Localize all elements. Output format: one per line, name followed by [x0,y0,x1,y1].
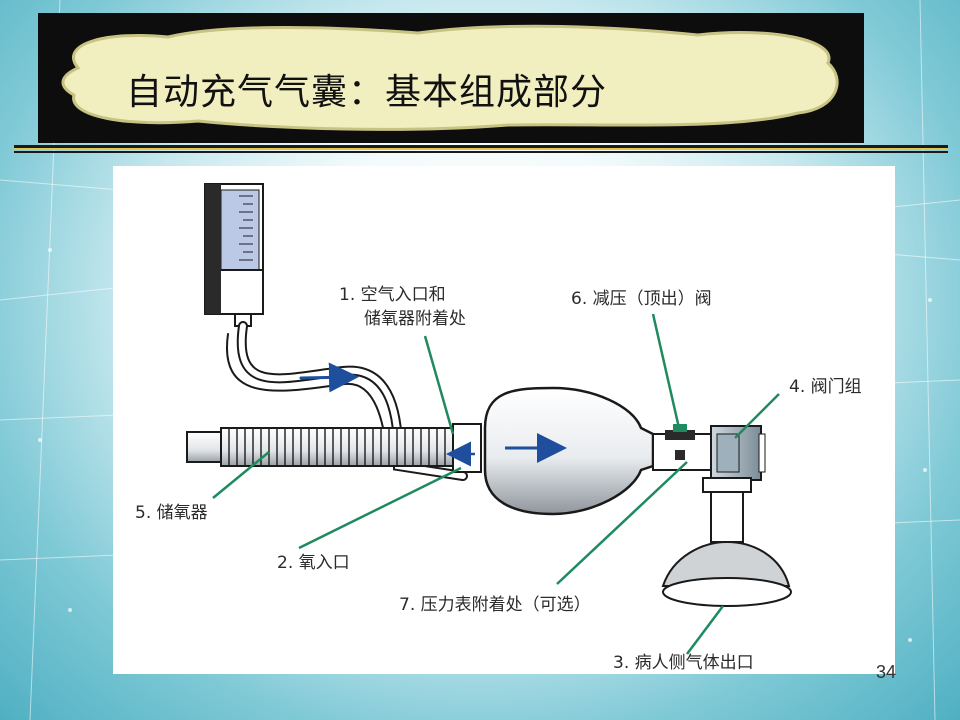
label-air-inlet-line1: 1. 空气入口和 [339,285,446,305]
label-air-inlet-line2: 储氧器附着处 [364,309,466,329]
leader-lines [212,313,780,655]
label-reservoir: 5. 储氧器 [135,503,208,523]
label-patient-outlet: 3. 病人侧气体出口 [613,653,754,673]
slide-title: 自动充气气囊：基本组成部分 [126,72,608,113]
page-number: 34 [876,662,897,682]
label-oxygen-inlet: 2. 氧入口 [277,553,350,573]
title-cloud-shape [61,24,839,131]
valve-assembly [710,425,766,481]
label-manometer-attachment: 7. 压力表附着处（可选） [399,595,591,615]
pressure-relief-valve [665,424,695,460]
reservoir-tube [186,427,470,467]
inlet-valve [446,423,482,473]
flowmeter [204,183,264,327]
diagram-drawing [186,183,792,655]
title-underline [14,145,948,154]
patient-mask [661,477,792,607]
title-bar: 自动充气气囊：基本组成部分 [38,13,864,143]
label-valve-assembly: 4. 阀门组 [789,377,862,397]
bag-valve-diagram: 1. 空气入口和 储氧器附着处 6. 减压（顶出）阀 4. 阀门组 5. 储氧器… [113,166,895,674]
label-pressure-relief-valve: 6. 减压（顶出）阀 [571,289,712,309]
